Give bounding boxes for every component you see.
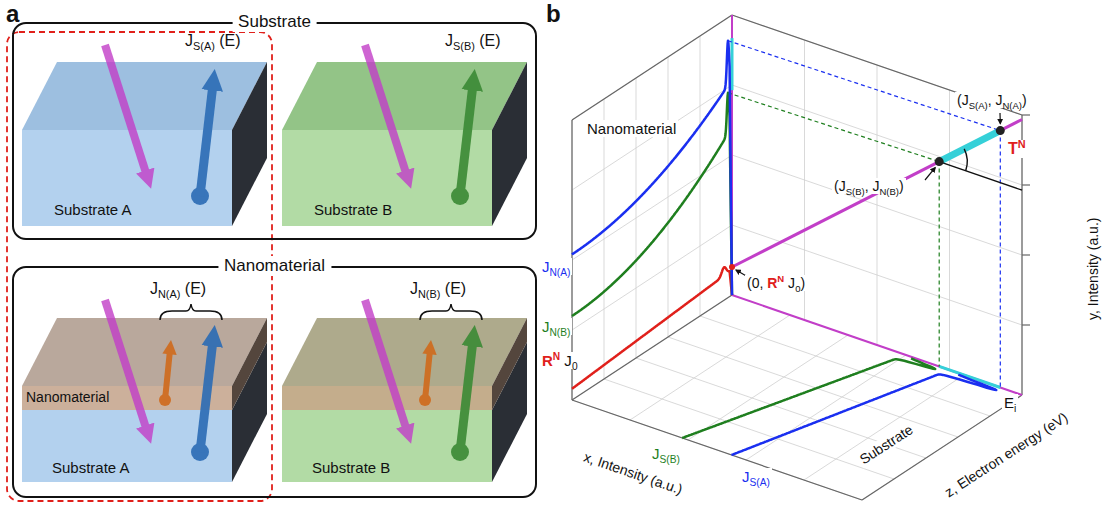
grid-line: [732, 85, 1022, 185]
energy-label: Ei: [1002, 394, 1018, 411]
point-label: (JS(B), JN(B)): [832, 178, 906, 194]
flux-label: JS(A) (E): [185, 32, 241, 50]
block-label: Nanomaterial: [26, 389, 109, 405]
panel-title: Nanomaterial: [218, 256, 331, 276]
panel-letter: a: [6, 0, 19, 28]
grid-line: [877, 65, 878, 345]
axis-line: [572, 15, 732, 120]
data-point: [935, 157, 944, 166]
plane-label: Nanomaterial: [585, 120, 678, 137]
coated-block: Substrate B: [282, 386, 492, 482]
curve-label: RN J0: [540, 352, 580, 369]
spectrum-curve: [572, 93, 732, 316]
block-label: Substrate B: [314, 201, 392, 218]
panel-box: NanomaterialNanomaterialSubstrate ASubst…: [12, 266, 537, 498]
angle-arc: [964, 149, 967, 171]
grid-line: [630, 315, 790, 420]
tick-mark: [1022, 324, 1030, 325]
plane-label: Substrate: [855, 420, 917, 468]
grid-line: [700, 316, 990, 416]
spectra-plot: [572, 15, 1030, 500]
panel-title: Substrate: [232, 12, 317, 32]
guide-line: [732, 295, 1022, 395]
block-label: Substrate A: [52, 459, 130, 476]
curve-label: JN(A): [540, 258, 572, 275]
grid-line: [949, 90, 950, 370]
flux-label: JN(B) (E): [410, 280, 466, 298]
tick-mark: [1022, 184, 1030, 185]
flux-label: JN(A) (E): [150, 280, 206, 298]
panel-letter: b: [546, 0, 561, 28]
curve-label: JS(A): [740, 468, 772, 485]
grid-line: [572, 400, 862, 500]
axis-line: [732, 15, 1022, 115]
leader-arrow: [925, 168, 935, 180]
flux-label: JS(B) (E): [445, 32, 501, 50]
grid-line: [572, 15, 732, 120]
axis-line: [572, 400, 862, 500]
brace: [160, 304, 482, 320]
block-label: Substrate A: [54, 201, 132, 218]
nanomaterial-block-b: [282, 318, 527, 482]
grid-line: [572, 85, 732, 190]
emitted-electrons: [159, 84, 473, 461]
panel-box: SubstrateSubstrate ASubstrate B: [12, 22, 537, 240]
grid-line: [804, 375, 964, 480]
block-label: Substrate B: [312, 459, 390, 476]
nanomaterial-block-a: [22, 318, 267, 482]
axis-line: [572, 295, 732, 400]
slope-segment: [939, 131, 1000, 162]
grid-line: [732, 15, 1022, 115]
substrate-block: Substrate A: [24, 130, 234, 226]
projection-line: [728, 93, 939, 162]
projection-line: [1000, 131, 1001, 388]
reference-line: [939, 162, 1022, 191]
incident-beam: [105, 45, 407, 431]
tick-mark: [1022, 254, 1030, 255]
substrate-block: Substrate B: [284, 130, 494, 226]
curve-label: JN(B): [540, 318, 572, 335]
substrate-block-b: [282, 62, 527, 226]
spectrum-curve: [572, 41, 732, 295]
point-label: (JS(A), JN(A)): [955, 92, 1029, 108]
point-label: (0, RN J0): [745, 275, 807, 291]
axis-label: z, Electron energy (eV): [940, 408, 1072, 502]
projection-line: [939, 162, 940, 367]
spectrum-curve: [732, 375, 997, 456]
angle-label: TN: [1006, 140, 1028, 158]
tick-mark: [1022, 114, 1030, 115]
projection-line: [728, 41, 1000, 131]
data-point: [996, 126, 1005, 135]
data-point: [729, 264, 735, 270]
curve-label: JS(B): [650, 445, 682, 462]
grid-line: [572, 295, 732, 400]
spectrum-curve: [572, 267, 732, 389]
coated-block: NanomaterialSubstrate A: [22, 386, 232, 482]
axis-label: y, Intensity (a.u.): [1085, 216, 1101, 322]
grid-line: [604, 379, 894, 479]
grid-line: [688, 335, 848, 440]
leader-arrow: [999, 113, 1000, 124]
substrate-block-a: [22, 62, 267, 226]
